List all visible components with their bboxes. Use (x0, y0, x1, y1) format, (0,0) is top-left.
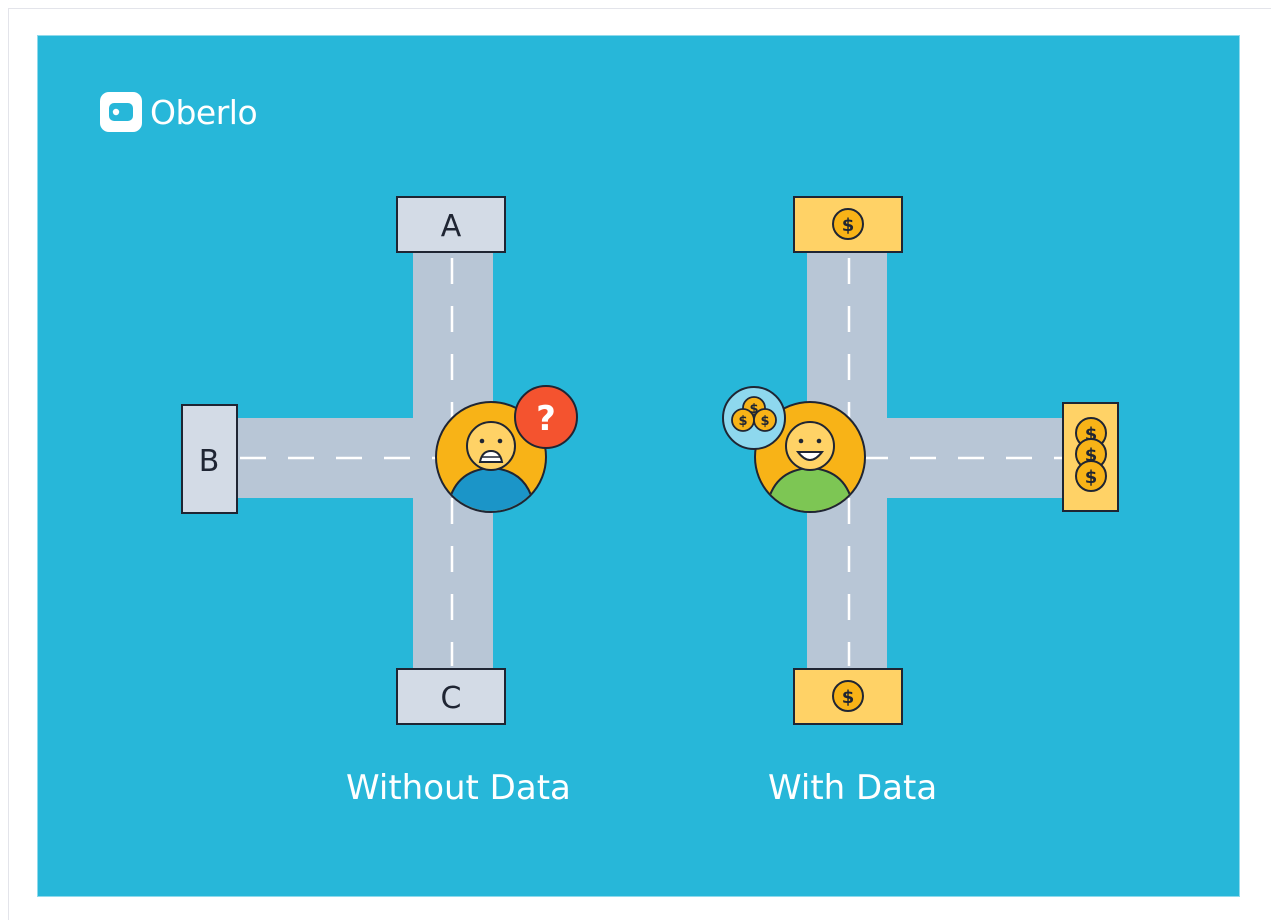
logo-tag-icon (100, 92, 142, 132)
node-right-gold: $ $ $ (1062, 402, 1119, 512)
coin-symbol: $ (749, 402, 758, 417)
coin-symbol: $ (738, 414, 747, 429)
caption-without-data: Without Data (346, 768, 571, 808)
right-diagram: $ $ $ $ $ (722, 196, 1119, 725)
brand-logo: Oberlo (100, 92, 258, 132)
node-bottom-gold: $ (793, 668, 903, 725)
dollar-coin-stack-icon: $ $ $ (1075, 417, 1107, 492)
coin-symbol: $ (760, 414, 769, 429)
question-icon: ? (514, 385, 578, 449)
outer-frame (8, 8, 1271, 920)
node-b: B (181, 404, 238, 514)
brand-name: Oberlo (150, 92, 258, 132)
coin-bubble-icon: $ $ $ (722, 386, 786, 450)
coin-symbol: $ (842, 687, 855, 708)
caption-with-data: With Data (768, 768, 938, 808)
node-b-label: B (199, 444, 220, 479)
dollar-coin-icon: $ (832, 208, 864, 240)
node-a: A (396, 196, 506, 253)
dollar-coin-icon: $ (832, 680, 864, 712)
question-mark: ? (536, 399, 556, 439)
node-c: C (396, 668, 506, 725)
left-diagram: A B C ? (181, 196, 578, 725)
node-top-gold: $ (793, 196, 903, 253)
node-a-label: A (441, 209, 462, 244)
node-c-label: C (441, 681, 462, 716)
coin-symbol: $ (1085, 467, 1098, 488)
coin-symbol: $ (842, 215, 855, 236)
